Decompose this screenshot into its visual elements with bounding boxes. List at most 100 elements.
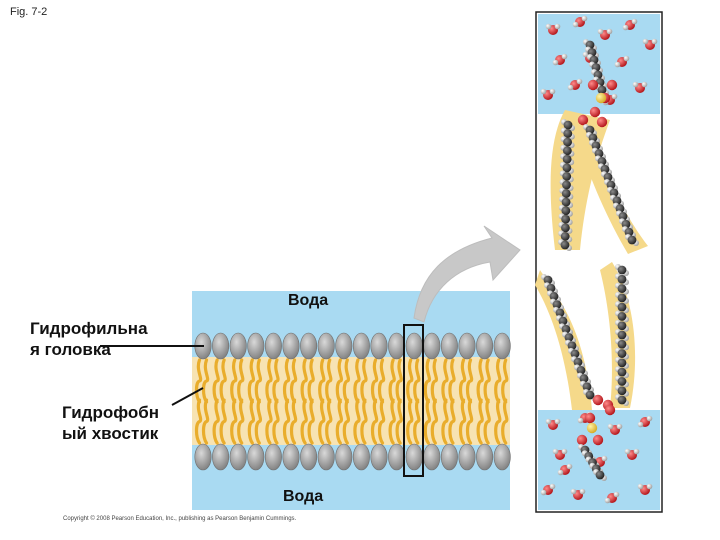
phospholipid-head bbox=[335, 443, 353, 471]
carbon-atom bbox=[627, 235, 637, 245]
water-molecule bbox=[545, 23, 561, 35]
carbon-atom bbox=[558, 316, 568, 326]
lipid-tail bbox=[219, 398, 227, 445]
lipid-tail bbox=[494, 398, 502, 445]
water-molecule bbox=[552, 53, 568, 66]
lipid-tail bbox=[441, 358, 449, 404]
carbon-atom bbox=[564, 333, 574, 342]
lipid-tail bbox=[458, 398, 467, 445]
phospholipid-head bbox=[352, 443, 370, 471]
phospholipid-head bbox=[229, 443, 247, 471]
carbon-atom bbox=[617, 293, 627, 303]
lipid-tail bbox=[318, 398, 326, 445]
lipid-tail bbox=[212, 358, 220, 404]
lipid-tail bbox=[325, 398, 333, 445]
lipid-tail bbox=[465, 358, 474, 404]
lipid-tail bbox=[307, 398, 315, 445]
lipid-tail bbox=[377, 358, 386, 404]
carbon-atom bbox=[561, 223, 570, 233]
water-molecule bbox=[604, 491, 620, 504]
carbon-atom bbox=[595, 470, 605, 480]
lipid-tail bbox=[494, 358, 502, 404]
water-molecule bbox=[624, 448, 640, 460]
phospholipid-head bbox=[300, 443, 318, 471]
phospholipid-head bbox=[405, 332, 423, 360]
phospholipid-head bbox=[247, 443, 265, 471]
water-bottom-label: Вода bbox=[283, 488, 324, 505]
oxygen-atom bbox=[606, 79, 618, 91]
carbon-atom bbox=[561, 197, 571, 207]
oxygen-atom bbox=[604, 404, 616, 416]
lipid-tail bbox=[370, 398, 379, 445]
phospholipid-head bbox=[212, 443, 230, 471]
lipid-tail bbox=[282, 398, 291, 445]
lipid-tail bbox=[265, 398, 273, 445]
oxygen-atom bbox=[576, 434, 588, 446]
lipid-tail bbox=[201, 398, 210, 445]
phospholipid-head bbox=[335, 332, 353, 360]
zoom-arrow bbox=[413, 225, 521, 323]
tail-region bbox=[192, 357, 510, 445]
oxygen-atom bbox=[596, 116, 608, 128]
water-molecule bbox=[632, 81, 648, 93]
carbon-atom bbox=[562, 163, 572, 173]
lipid-tail bbox=[247, 358, 256, 404]
carbon-atom bbox=[597, 85, 607, 95]
lipid-tails bbox=[194, 358, 509, 445]
phospholipid-head bbox=[370, 332, 388, 360]
lipid-tail bbox=[483, 398, 491, 445]
phospholipid-head bbox=[476, 332, 494, 360]
water-molecule bbox=[597, 28, 613, 40]
phospholipid-head bbox=[264, 332, 282, 360]
carbon-atom bbox=[561, 206, 571, 216]
water-molecule bbox=[614, 55, 630, 68]
carbon-atom bbox=[563, 120, 573, 130]
lipid-tail bbox=[448, 358, 456, 404]
oxygen-atom bbox=[587, 79, 599, 91]
lipid-tail bbox=[370, 358, 379, 404]
phospholipid-head bbox=[423, 443, 441, 471]
carbon-atom bbox=[561, 214, 571, 224]
carbon-atom bbox=[617, 302, 627, 312]
phospholipid-head bbox=[282, 332, 300, 360]
lipid-tail bbox=[360, 398, 368, 445]
lipid-tail bbox=[335, 398, 344, 445]
lipid-tail bbox=[335, 358, 344, 404]
phospholipid-head bbox=[300, 332, 318, 360]
lipid-tail bbox=[300, 398, 308, 445]
carbon-atom bbox=[617, 395, 627, 405]
lipid-tail bbox=[476, 358, 484, 404]
water-molecules bbox=[540, 15, 658, 504]
lipid-tail bbox=[423, 398, 432, 445]
lipid-tail bbox=[388, 358, 396, 404]
carbon-atom bbox=[543, 275, 553, 285]
phospholipid-head bbox=[317, 332, 335, 360]
lipid-tail bbox=[441, 398, 449, 445]
lipid-tail bbox=[219, 358, 227, 404]
carbon-atom bbox=[617, 321, 627, 331]
oxygen-atom bbox=[584, 412, 596, 424]
phospholipid-head bbox=[458, 332, 476, 360]
water-molecule bbox=[637, 483, 653, 495]
figure-label: Fig. 7-2 bbox=[10, 6, 48, 18]
carbon-atom bbox=[562, 180, 571, 190]
carbon-atom bbox=[555, 308, 565, 318]
water-molecule bbox=[637, 415, 653, 428]
water-molecule bbox=[557, 463, 573, 476]
lipid-tail bbox=[254, 358, 263, 404]
phospholipid-head bbox=[264, 443, 282, 471]
lipid-tail bbox=[353, 358, 361, 404]
heads-bottom-row bbox=[194, 443, 511, 471]
tail-leader-line bbox=[171, 387, 204, 406]
oxygen-atom bbox=[592, 394, 604, 406]
water-molecule bbox=[540, 88, 556, 100]
carbon-atom bbox=[562, 172, 572, 181]
lipid-tail bbox=[194, 358, 203, 404]
lipid-tail bbox=[237, 358, 245, 404]
carbon-atom bbox=[546, 283, 556, 293]
hydrophobic-tail-label: Гидрофобн ый хвостик bbox=[62, 403, 160, 443]
lipid-tail bbox=[325, 358, 333, 404]
phospholipid-head bbox=[440, 332, 458, 360]
lipid-tail bbox=[342, 398, 351, 445]
lipid-tail bbox=[476, 398, 484, 445]
